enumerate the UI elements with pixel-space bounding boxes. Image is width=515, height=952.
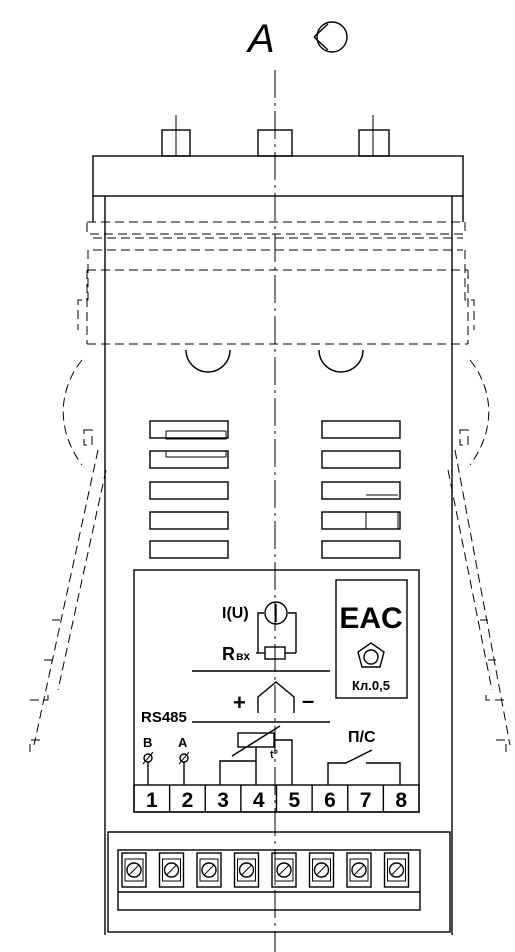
vent-slots-left xyxy=(149,420,229,559)
resistance-subscript: вх xyxy=(236,649,250,663)
terminal-number: 3 xyxy=(217,789,229,812)
vent-slots-right xyxy=(321,420,401,559)
resistor-icon xyxy=(256,646,296,660)
screw-icon xyxy=(233,852,260,888)
screw-terminal-block xyxy=(107,831,451,933)
device-housing xyxy=(92,155,464,935)
mounting-holes xyxy=(185,349,364,373)
plus-label: + xyxy=(233,690,246,715)
rotate-arrow-icon xyxy=(313,21,348,53)
verification-mark-icon xyxy=(357,642,385,668)
thermocouple-icon xyxy=(257,681,295,713)
terminal-number: 1 xyxy=(146,789,158,812)
relay-label: П/С xyxy=(348,729,376,746)
terminal-number: 5 xyxy=(288,789,300,812)
rs485-terminals xyxy=(142,751,190,785)
class-label: Кл.0,5 xyxy=(352,678,390,693)
terminal-number: 8 xyxy=(395,789,407,812)
screw-icon xyxy=(308,852,335,888)
b-label: B xyxy=(143,735,152,750)
resistance-label: R xyxy=(222,644,235,664)
eac-mark: EAC xyxy=(339,602,402,635)
terminal-number: 4 xyxy=(253,789,265,812)
side-clip-right xyxy=(447,250,511,752)
mounting-bracket-dashed xyxy=(86,221,469,345)
screw-icon xyxy=(196,852,222,888)
certification-block: EAC Кл.0,5 xyxy=(335,579,408,699)
screw-icon xyxy=(346,852,372,888)
terminal-number: 6 xyxy=(324,789,336,812)
current-label: I(U) xyxy=(222,605,249,622)
a-label: A xyxy=(178,735,188,750)
rs485-label: RS485 xyxy=(141,709,187,726)
current-source-icon xyxy=(257,601,297,653)
screws xyxy=(121,852,410,888)
relay-contact-icon xyxy=(327,749,401,785)
screw-icon xyxy=(271,852,297,888)
minus-label: – xyxy=(302,688,314,713)
screw-icon xyxy=(158,852,185,888)
screw-icon xyxy=(383,852,410,888)
temp-label: t° xyxy=(270,749,278,761)
screw-icon xyxy=(121,852,147,888)
thermistor-icon xyxy=(219,725,293,785)
terminal-number: 2 xyxy=(182,789,194,812)
terminal-number: 7 xyxy=(360,789,372,812)
view-label: A xyxy=(246,17,275,61)
side-clip-left xyxy=(29,250,107,752)
